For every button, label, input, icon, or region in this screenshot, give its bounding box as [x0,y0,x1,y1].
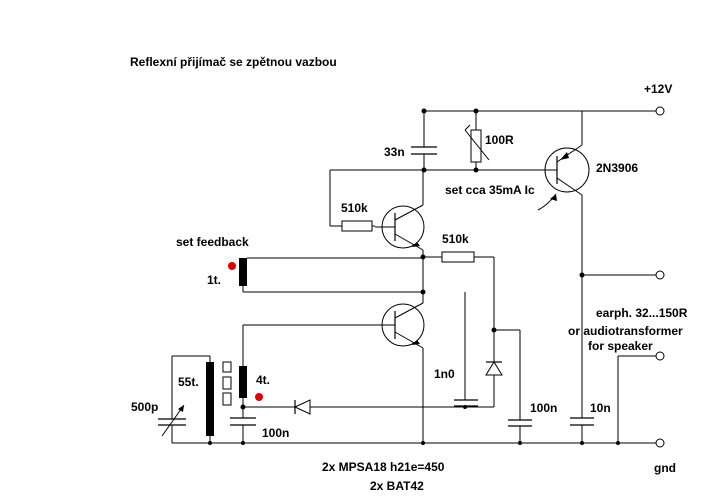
bias-pointer-arrow [537,193,557,211]
capacitor-10n [570,275,594,443]
cap-10n-label: 10n [590,401,611,415]
parts-note-line1: 2x MPSA18 h21e=450 [322,460,445,474]
output-terminal-top [582,270,665,280]
ferrite-core [222,361,232,406]
capacitor-100n-left [230,417,256,443]
capacitor-100n-right [508,330,532,443]
resistor-510k-mid [423,251,495,330]
transistor-pnp-2n3906 [540,111,590,275]
cap-100n-right-label: 100n [530,401,557,415]
res-510k-mid-label: 510k [442,232,469,246]
capacitor-1n0 [454,292,478,407]
coil-1t-label: 1t. [207,273,221,287]
transistor-npn-lower [375,293,425,443]
ground-label: gnd [654,461,676,475]
output-note-line1: earph. 32...150R [596,306,688,320]
feedback-note: set feedback [176,235,249,249]
diagram-title: Reflexní přijímač se zpětnou vazbou [130,55,337,69]
bias-note: set cca 35mA Ic [445,183,535,197]
pot-100r-label: 100R [485,133,514,147]
cap-500p-label: 500p [131,400,158,414]
resistor-510k-top [330,220,375,232]
output-note-line3: for speaker [588,339,653,353]
cap-33n-label: 33n [384,145,405,159]
diode-bat42-vertical [485,330,503,407]
cap-100n-left-label: 100n [262,426,289,440]
capacitor-33n [411,111,437,170]
supply-rail [424,106,665,116]
parts-note-line2: 2x BAT42 [370,479,424,493]
trimmer-capacitor-500p [158,356,186,443]
output-note-line2: or audiotransformer [568,324,683,338]
res-510k-top-label: 510k [341,201,368,215]
ground-rail [172,438,665,448]
diode-bat42-horizontal [243,399,494,415]
trimmer-100r [464,111,490,170]
coil-55t-label: 55t. [178,375,199,389]
coil-1t [228,257,423,293]
coil-4t-label: 4t. [256,373,270,387]
pnp-type-label: 2N3906 [596,161,638,175]
transistor-npn-upper [375,170,425,251]
coil-55t [206,356,214,443]
cap-1n0-label: 1n0 [434,367,455,381]
output-terminal-bottom [617,351,665,443]
supply-label: +12V [644,82,672,96]
